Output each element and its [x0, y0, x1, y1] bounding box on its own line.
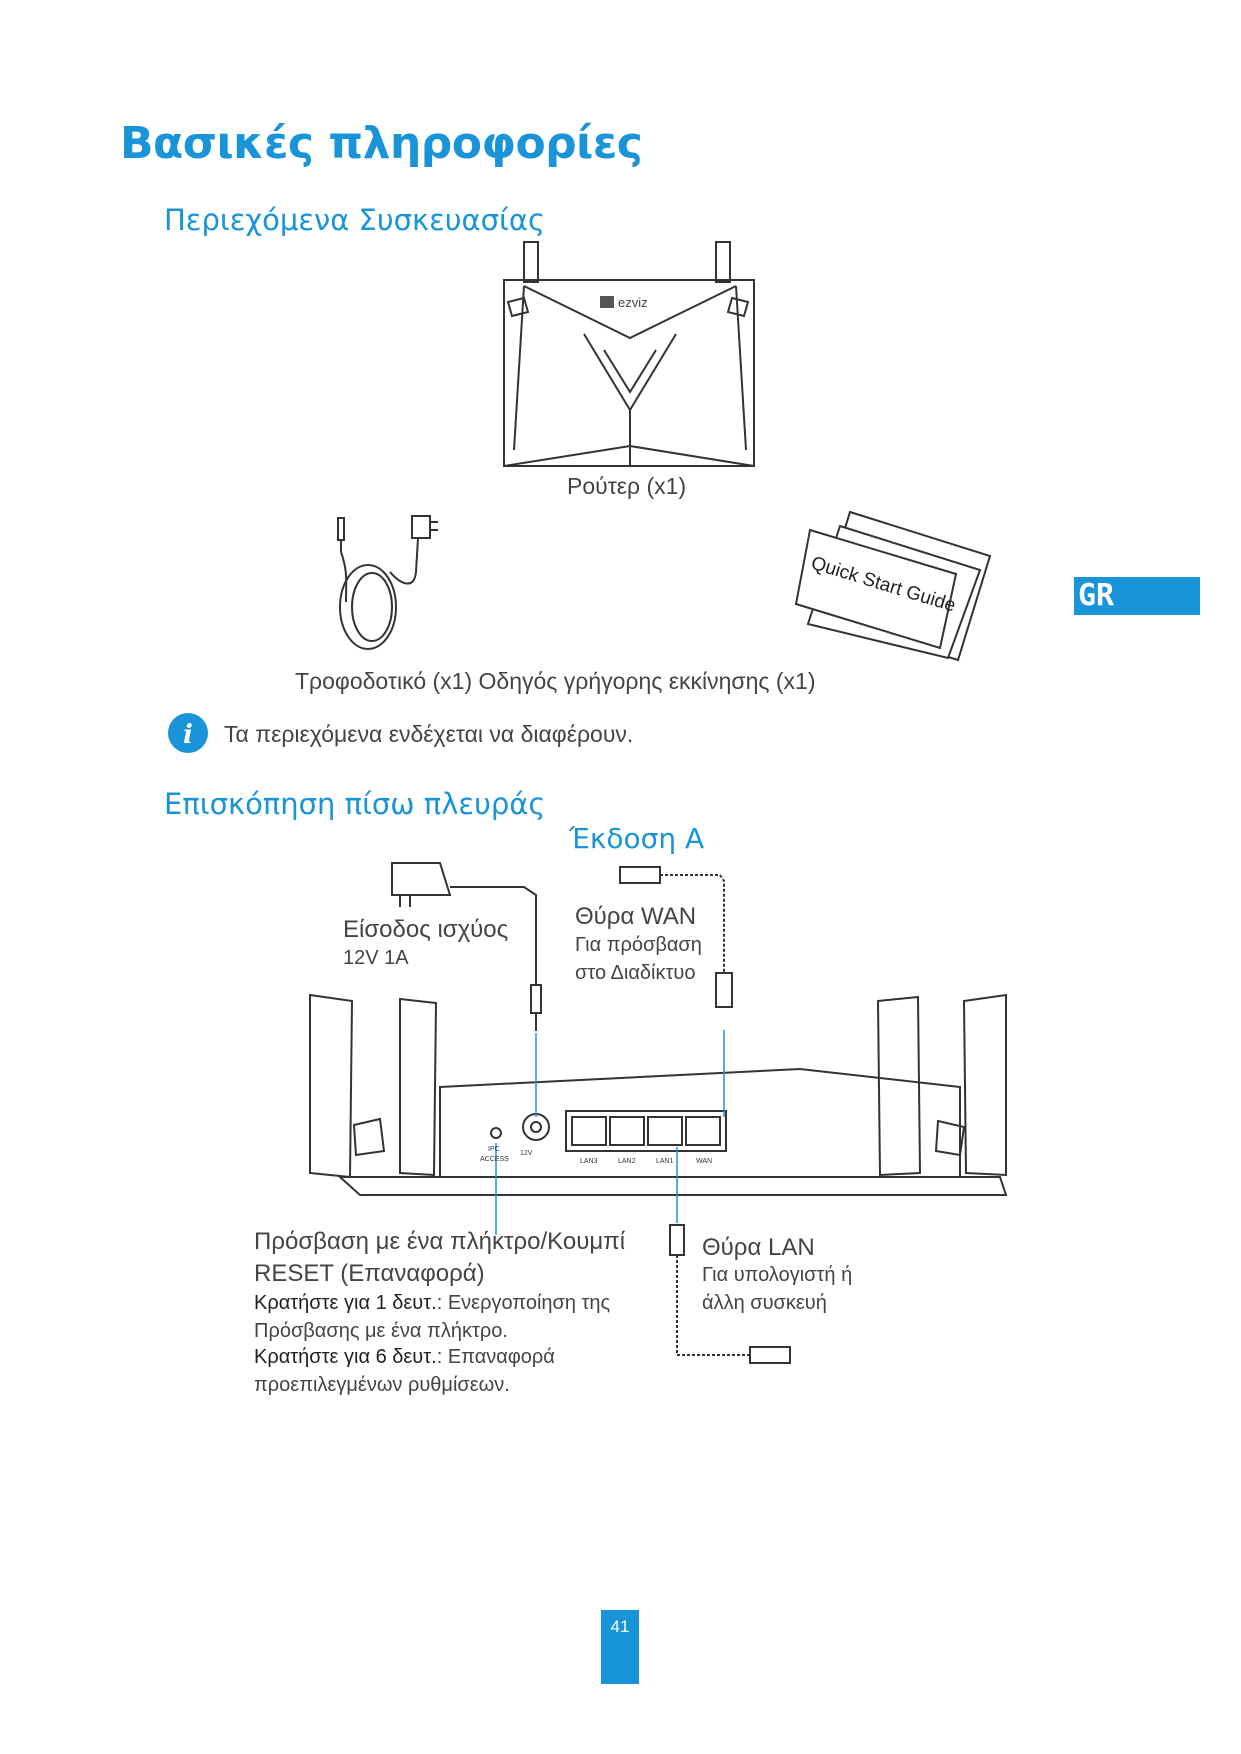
- hold-6s-strong: Κρατήστε για 6 δευτ.: [254, 1346, 437, 1368]
- quick-start-guide-illustration: Quick Start Guide: [794, 510, 992, 662]
- port-label-wan: WAN: [696, 1158, 712, 1165]
- hold-1s-text: : Ενεργοποίηση της: [436, 1292, 611, 1314]
- info-icon: i: [168, 713, 208, 753]
- lan-desc-line2: άλλη συσκευή: [702, 1292, 827, 1314]
- version-label: Έκδοση A: [569, 822, 705, 855]
- router-brand-text: ezviz: [618, 295, 648, 310]
- v12-label: 12V: [520, 1150, 533, 1157]
- package-contents-heading: Περιεχόμενα Συσκευασίας: [164, 203, 546, 237]
- ezviz-logo-icon: [600, 296, 614, 308]
- hold-1s-strong: Κρατήστε για 1 δευτ.: [254, 1292, 437, 1314]
- power-input-label: Είσοδος ισχύος: [343, 916, 509, 943]
- hold-6s-text: : Επαναφορά: [436, 1346, 555, 1368]
- reset-title-line1: Πρόσβαση με ένα πλήκτρο/Κουμπί: [254, 1228, 626, 1255]
- ipc-label: IPC: [488, 1146, 500, 1153]
- lan-port-label: Θύρα LAN: [702, 1234, 815, 1261]
- reset-title-line2: RESET (Επαναφορά): [254, 1260, 485, 1287]
- hold-6s-line2: προεπιλεγμένων ρυθμίσεων.: [254, 1374, 510, 1396]
- page-title: Βασικές πληροφορίες: [120, 118, 643, 169]
- wan-port-label: Θύρα WAN: [575, 903, 697, 930]
- page-number: 41: [601, 1610, 639, 1684]
- wan-desc-line2: στο Διαδίκτυο: [575, 962, 696, 984]
- package-items-caption: Τροφοδοτικό (x1) Οδηγός γρήγορης εκκίνησ…: [295, 668, 816, 694]
- router-front-illustration: ezviz: [503, 241, 755, 467]
- wan-desc-line1: Για πρόσβαση: [575, 934, 702, 956]
- router-caption: Ρούτερ (x1): [567, 473, 687, 499]
- contents-vary-note: Τα περιεχόμενα ενδέχεται να διαφέρουν.: [224, 721, 634, 747]
- language-tab: GR: [1074, 577, 1200, 615]
- hold-1s-line: Κρατήστε για 1 δευτ.: Ενεργοποίηση της: [254, 1292, 610, 1315]
- router-rear-diagram: LAN3 LAN2 LAN1 WAN IPC ACCESS 12V: [309, 862, 1008, 1364]
- lan-desc-line1: Για υπολογιστή ή: [702, 1264, 853, 1286]
- access-label: ACCESS: [480, 1156, 509, 1163]
- rear-overview-heading: Επισκόπηση πίσω πλευράς: [164, 787, 546, 821]
- power-spec-label: 12V 1A: [343, 947, 409, 969]
- svg-text:i: i: [183, 720, 193, 750]
- hold-6s-line: Κρατήστε για 6 δευτ.: Επαναφορά: [254, 1346, 555, 1369]
- power-adapter-illustration: [337, 515, 438, 650]
- port-label-lan2: LAN2: [618, 1158, 636, 1165]
- hold-1s-line2: Πρόσβασης με ένα πλήκτρο.: [254, 1320, 508, 1342]
- port-label-lan1: LAN1: [656, 1158, 674, 1165]
- port-label-lan3: LAN3: [580, 1158, 598, 1165]
